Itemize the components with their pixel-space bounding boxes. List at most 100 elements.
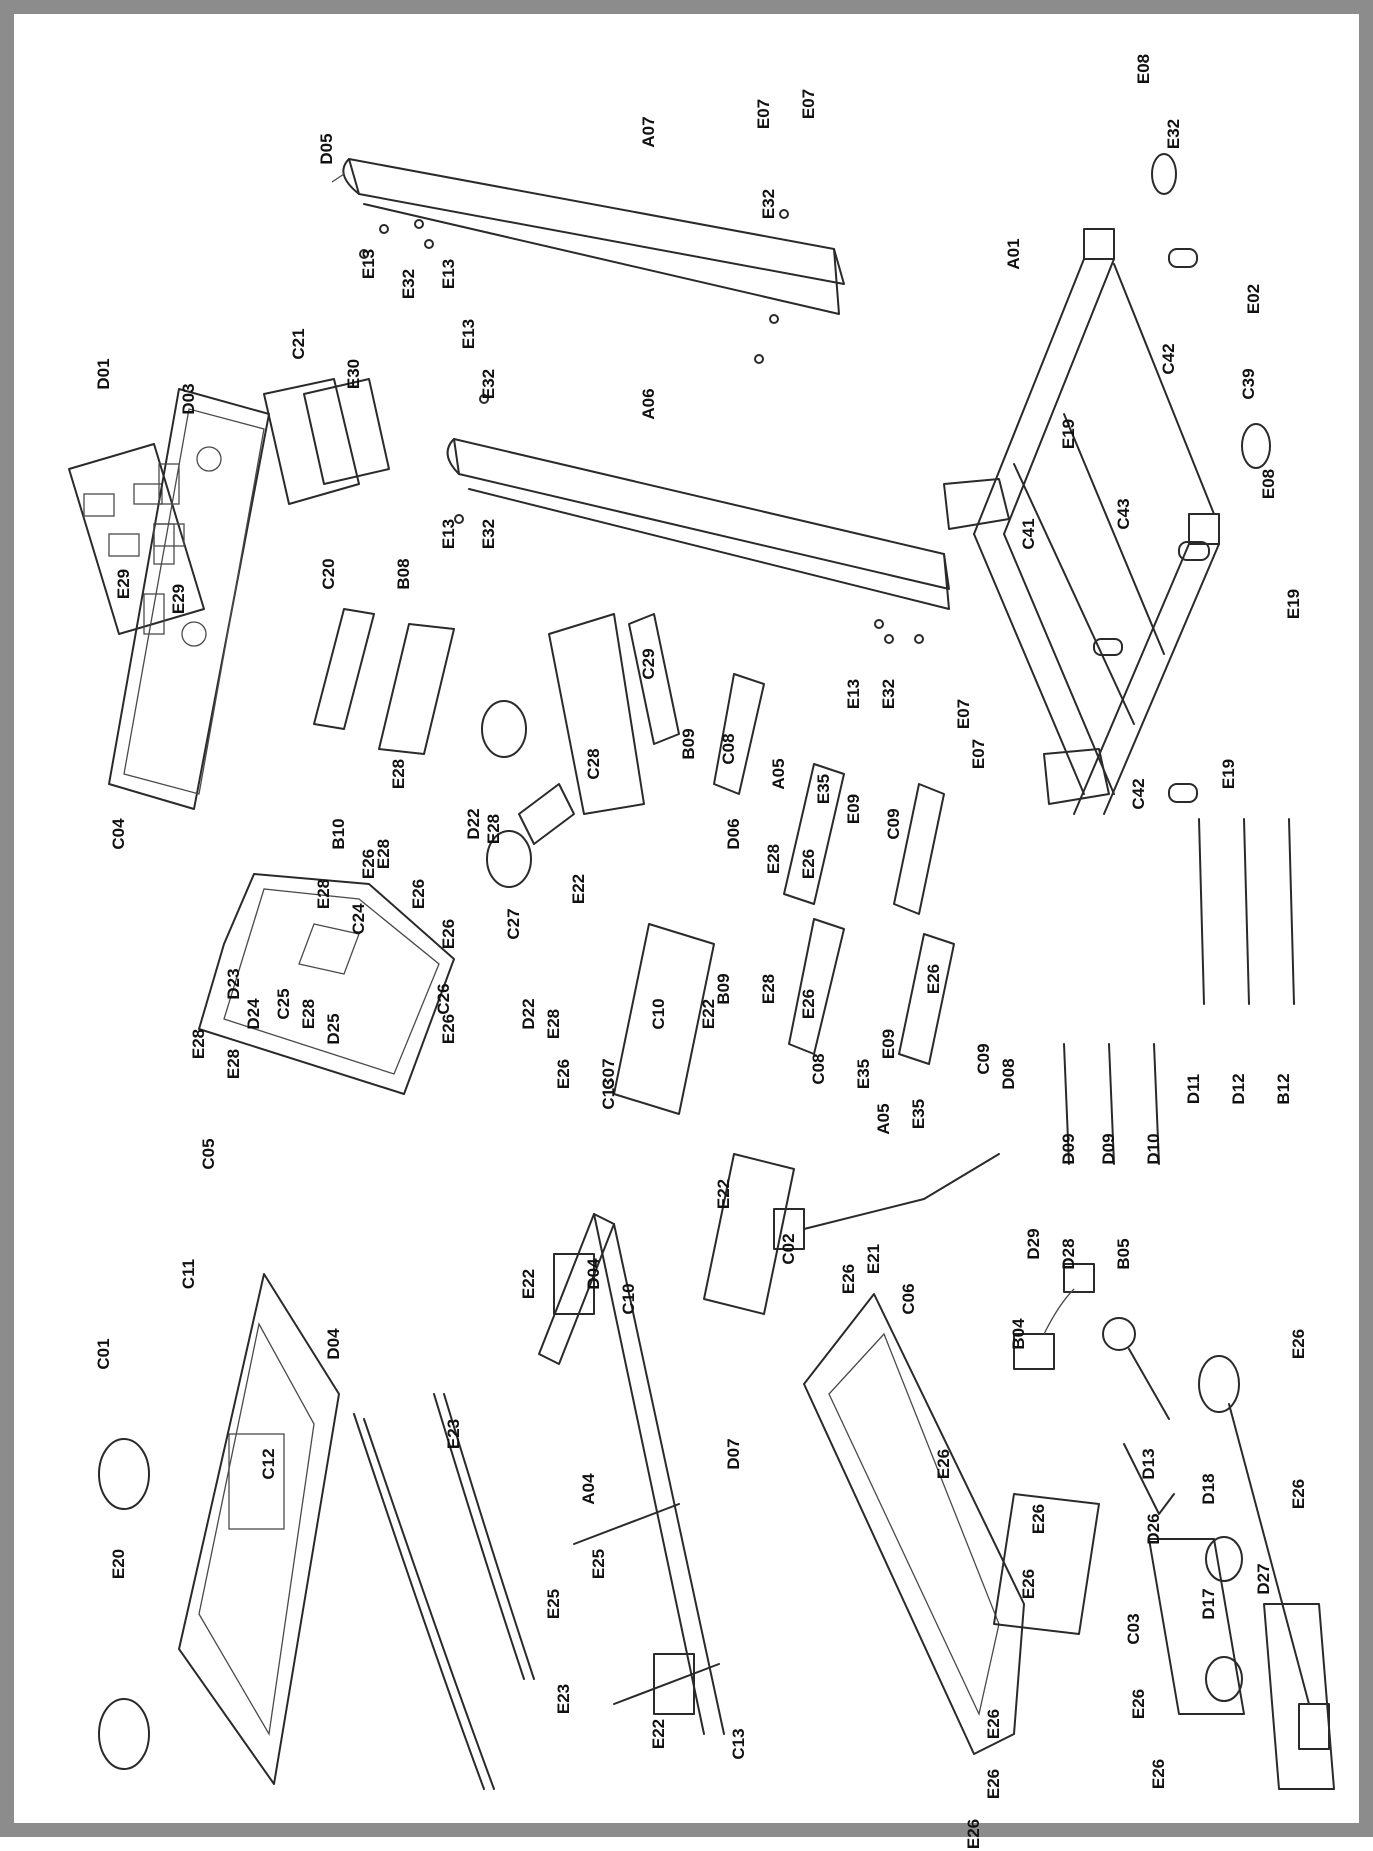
part-label-c39: C39 — [1239, 368, 1258, 399]
part-label-e07: E07 — [969, 739, 988, 769]
part-label-e23: E23 — [444, 1419, 463, 1449]
part-label-a05: A05 — [769, 758, 788, 789]
side-caps-c10 — [613, 923, 795, 1315]
part-label-c28: C28 — [584, 748, 603, 779]
part-label-a06: A06 — [639, 388, 658, 419]
part-label-d06: D06 — [724, 818, 743, 849]
motor-hood-c01 — [178, 1273, 340, 1785]
safety-key-d07 — [773, 1153, 1000, 1250]
cables-d08-d12 — [1063, 818, 1295, 1165]
part-label-e28: E28 — [224, 1049, 243, 1079]
part-label-c13: C13 — [599, 1078, 618, 1109]
part-label-e28: E28 — [764, 844, 783, 874]
feet-d17-d18 — [1205, 1536, 1243, 1702]
part-label-e22: E22 — [699, 999, 718, 1029]
part-label-d08: D08 — [999, 1058, 1018, 1089]
part-label-d11: D11 — [1184, 1074, 1203, 1104]
part-label-e25: E25 — [544, 1589, 563, 1619]
part-label-e08: E08 — [1259, 469, 1278, 499]
part-label-c07: C07 — [599, 1058, 618, 1089]
part-label-c29: C29 — [639, 648, 658, 679]
part-label-d22: D22 — [519, 998, 538, 1029]
end-caps-c08-c09 — [713, 673, 955, 1065]
stickers-d26-d27 — [1148, 1538, 1335, 1790]
part-label-e26: E26 — [1149, 1759, 1168, 1789]
part-label-d10: D10 — [1144, 1133, 1163, 1164]
rail-fasteners — [359, 209, 924, 644]
part-label-a04: A04 — [579, 1473, 598, 1505]
part-label-a07: A07 — [639, 116, 658, 147]
part-label-e19: E19 — [1284, 589, 1303, 619]
part-label-d01: D01 — [94, 358, 113, 389]
part-label-c09: C09 — [974, 1043, 993, 1074]
part-label-e26: E26 — [439, 1014, 458, 1044]
part-label-e32: E32 — [479, 519, 498, 549]
part-label-c27: C27 — [504, 908, 523, 939]
part-label-b10: B10 — [329, 818, 348, 849]
part-label-e29: E29 — [114, 569, 133, 599]
part-label-d13: D13 — [1139, 1448, 1158, 1479]
part-label-e07: E07 — [954, 699, 973, 729]
part-label-e07: E07 — [754, 99, 773, 129]
part-label-e26: E26 — [1029, 1504, 1048, 1534]
part-label-c01: C01 — [94, 1338, 113, 1369]
part-label-e19: E19 — [1059, 419, 1078, 449]
electronics-d28-d29 — [1013, 1263, 1095, 1370]
part-label-e26: E26 — [799, 989, 818, 1019]
part-label-c11: C11 — [179, 1259, 198, 1289]
part-label-d05: D05 — [317, 133, 336, 164]
wheels — [1151, 153, 1271, 469]
part-label-c13: C13 — [729, 1728, 748, 1759]
trim-strips-c11-c12 — [353, 1393, 535, 1790]
part-label-c08: C08 — [809, 1053, 828, 1084]
cup-holders-c06-c07 — [98, 1438, 150, 1770]
part-label-c08: C08 — [719, 733, 738, 764]
part-label-e20: E20 — [109, 1549, 128, 1579]
part-label-c21: C21 — [289, 328, 308, 359]
part-label-a01: A01 — [1004, 238, 1023, 269]
part-label-e13: E13 — [359, 249, 378, 279]
part-label-e26: E26 — [924, 964, 943, 994]
part-label-e28: E28 — [299, 999, 318, 1029]
part-label-c10: C10 — [649, 998, 668, 1029]
rail-a07 — [331, 158, 845, 315]
part-label-d18: D18 — [1199, 1473, 1218, 1504]
rail-a06 — [446, 438, 950, 610]
part-label-e35: E35 — [909, 1099, 928, 1129]
part-label-e28: E28 — [484, 814, 503, 844]
part-label-e26: E26 — [984, 1769, 1003, 1799]
part-label-b09: B09 — [714, 973, 733, 1004]
part-label-c42: C42 — [1129, 778, 1148, 809]
part-label-e22: E22 — [519, 1269, 538, 1299]
part-label-e26: E26 — [1289, 1329, 1308, 1359]
upright-frame-a04 — [538, 1213, 725, 1735]
roller-assembly — [548, 613, 680, 815]
part-label-e22: E22 — [649, 1719, 668, 1749]
part-label-d23: D23 — [224, 968, 243, 999]
part-label-e26: E26 — [554, 1059, 573, 1089]
part-label-e26: E26 — [964, 1819, 983, 1849]
part-label-e22: E22 — [714, 1179, 733, 1209]
part-label-c24: C24 — [349, 903, 368, 935]
part-label-c10: C10 — [619, 1283, 638, 1314]
part-label-c26: C26 — [434, 983, 453, 1014]
part-label-e25: E25 — [589, 1549, 608, 1579]
part-label-b08: B08 — [394, 558, 413, 589]
part-label-e32: E32 — [1164, 119, 1183, 149]
part-label-d07: D07 — [724, 1438, 743, 1469]
part-label-d26: D26 — [1144, 1513, 1163, 1544]
part-label-d25: D25 — [324, 1013, 343, 1044]
part-label-d24: D24 — [244, 998, 263, 1030]
base-tray-c02 — [803, 1293, 1025, 1755]
part-label-e09: E09 — [844, 794, 863, 824]
part-label-e13: E13 — [844, 679, 863, 709]
part-label-b04: B04 — [1009, 1318, 1028, 1350]
base-frame-a01 — [943, 228, 1220, 815]
part-label-e35: E35 — [814, 774, 833, 804]
part-label-e22: E22 — [569, 874, 588, 904]
part-label-b09: B09 — [679, 728, 698, 759]
part-label-c12: C12 — [259, 1448, 278, 1479]
motor-cover-parts — [481, 700, 575, 888]
